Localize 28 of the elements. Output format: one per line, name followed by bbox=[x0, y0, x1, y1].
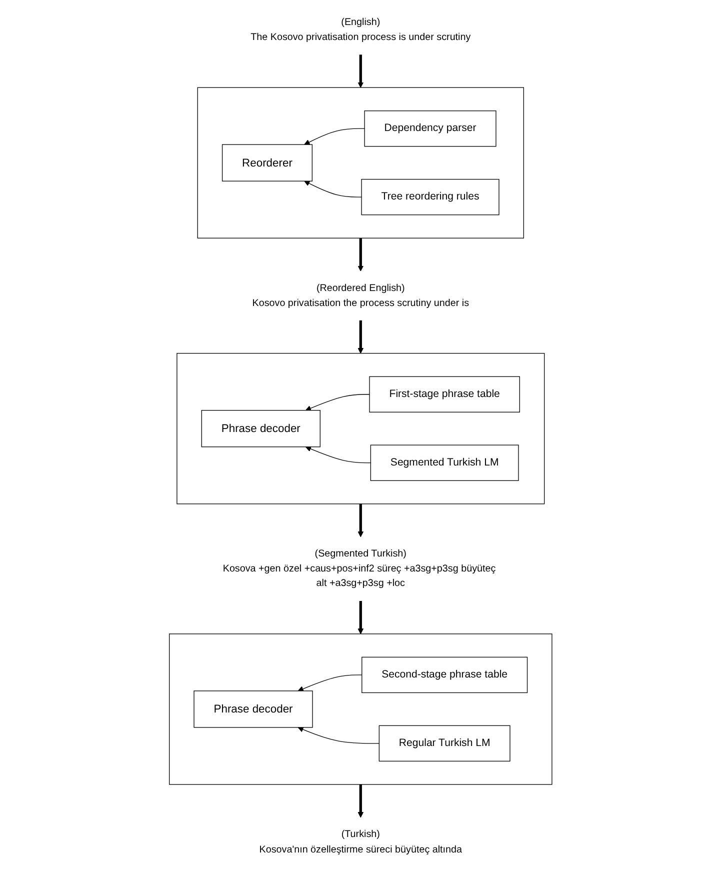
node-box: First-stage phrase table bbox=[369, 376, 520, 412]
cluster bbox=[176, 352, 545, 504]
node-box: Second-stage phrase table bbox=[361, 656, 528, 694]
node-box: Reorderer bbox=[222, 144, 312, 182]
cluster bbox=[197, 87, 524, 238]
arrow bbox=[304, 180, 362, 198]
arrow bbox=[358, 320, 364, 354]
node-box: Phrase decoder bbox=[201, 410, 320, 448]
arrow bbox=[358, 504, 364, 538]
arrow bbox=[305, 394, 370, 412]
node-box: Phrase decoder bbox=[194, 690, 313, 728]
arrow bbox=[304, 128, 365, 145]
arrow bbox=[298, 726, 380, 744]
node-box: Segmented Turkish LM bbox=[370, 444, 519, 481]
arrow bbox=[358, 54, 364, 88]
arrow bbox=[358, 600, 364, 634]
node-box: Tree reordering rules bbox=[361, 178, 500, 216]
node-text: (Turkish) Kosova'nın özelleştirme süreci büyüteç altında bbox=[259, 828, 462, 855]
cluster bbox=[168, 634, 552, 785]
node-text: (Reordered English) Kosovo privatisation the process scrutiny under is bbox=[252, 282, 469, 308]
node-box: Dependency parser bbox=[364, 110, 496, 147]
arrow bbox=[358, 238, 364, 272]
node-text: (English) The Kosovo privatisation process is under scrutiny bbox=[250, 16, 471, 42]
arrow bbox=[298, 674, 362, 692]
arrow bbox=[305, 446, 371, 464]
node-text: (Segmented Turkish) Kosova +gen özel +caus+pos+inf2 süreç +a3sg+p3sg büyüteç alt +a3sg+p3sg +loc bbox=[222, 548, 496, 589]
node-box: Regular Turkish LM bbox=[378, 725, 510, 762]
arrow bbox=[358, 784, 364, 818]
